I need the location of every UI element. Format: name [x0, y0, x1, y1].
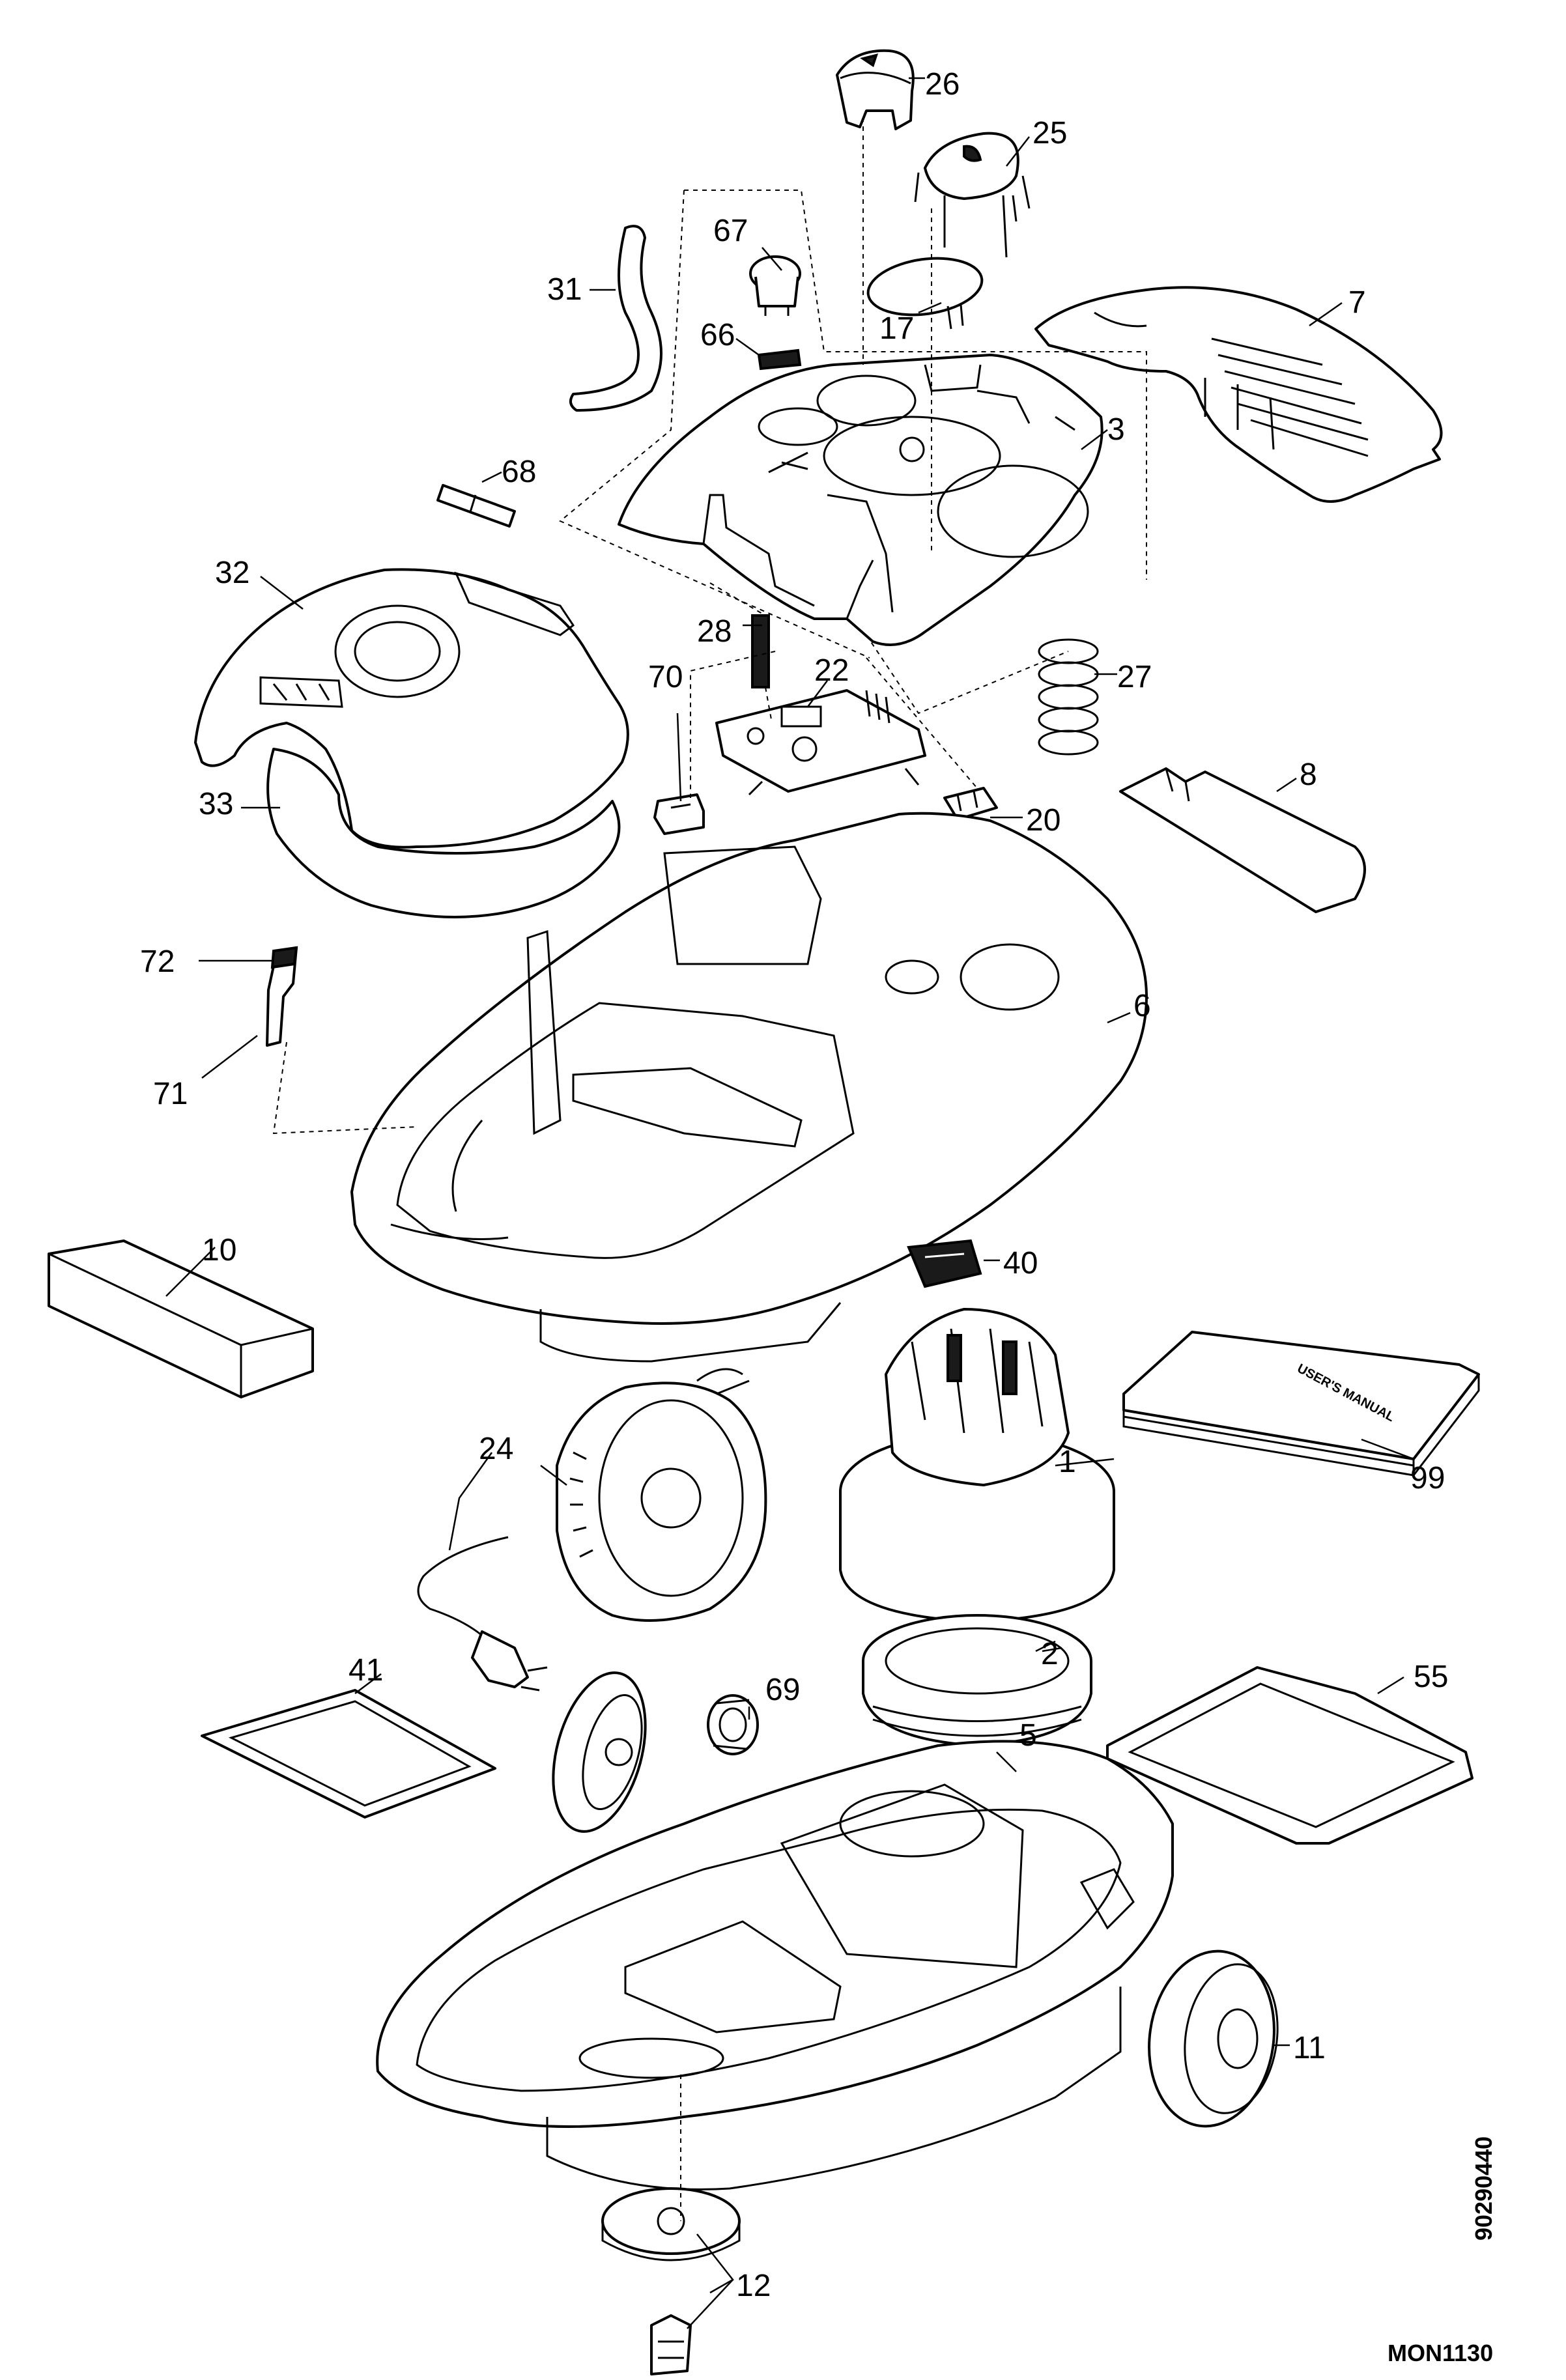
part-67-switch [749, 255, 801, 316]
assembly-guide-lines [272, 117, 1147, 2221]
callout-40: 40 [1003, 1246, 1038, 1281]
callout-labels: 26 25 67 17 31 66 68 7 3 32 28 27 22 70 … [140, 67, 1448, 2303]
callout-28: 28 [697, 614, 732, 649]
part-2-filter-ring [862, 1614, 1092, 1747]
part-70-connector [653, 793, 705, 835]
part-69-hub [707, 1694, 759, 1755]
callout-22: 22 [814, 653, 849, 688]
small-wheel [552, 1671, 647, 1833]
callout-11: 11 [1293, 2031, 1326, 2065]
callout-1: 1 [1059, 1445, 1076, 1479]
drawing-code: MON1130 [1388, 2340, 1493, 2366]
callout-12: 12 [736, 2269, 771, 2303]
callout-20: 20 [1026, 803, 1061, 838]
part-5-lower-housing [376, 1740, 1174, 2190]
callout-69: 69 [765, 1673, 800, 1707]
callout-27: 27 [1117, 660, 1152, 694]
part-17-button [866, 257, 984, 330]
part-20-connector [943, 787, 998, 821]
callout-17: 17 [879, 311, 914, 346]
callout-41: 41 [349, 1653, 383, 1688]
callout-33: 33 [199, 787, 233, 821]
part-41-gasket [201, 1689, 496, 1819]
callout-leader-lines [165, 77, 1414, 2329]
part-7-grille-cover [1034, 286, 1443, 503]
part-25-button-housing [914, 132, 1031, 258]
part-24-cable-reel [556, 1368, 767, 1622]
callout-8: 8 [1300, 758, 1317, 792]
part-22-circuit-board [715, 689, 926, 796]
reference-number: 90290440 [1470, 2136, 1497, 2241]
callout-10: 10 [202, 1233, 236, 1268]
callout-31: 31 [547, 272, 582, 307]
callout-70: 70 [648, 660, 683, 694]
callout-72: 72 [140, 944, 175, 979]
part-68-pin [436, 484, 516, 528]
part-32-bag-cover [194, 568, 629, 849]
part-33-bag [266, 748, 621, 918]
part-66-clip [757, 348, 802, 371]
callout-67: 67 [713, 214, 748, 248]
callout-32: 32 [215, 556, 249, 590]
part-12-caster [601, 2187, 741, 2375]
part-55-gasket [1106, 1666, 1473, 1845]
part-99-user-manual: USER'S MANUAL [1122, 1331, 1480, 1477]
callout-2: 2 [1041, 1637, 1059, 1671]
callout-55: 55 [1414, 1660, 1448, 1694]
part-71-72-latch [266, 946, 298, 1047]
callout-6: 6 [1133, 989, 1151, 1023]
callout-5: 5 [1019, 1718, 1037, 1753]
callout-25: 25 [1032, 116, 1067, 150]
part-31-hose [569, 225, 662, 412]
callout-99: 99 [1410, 1461, 1445, 1495]
part-24-power-cord [417, 1536, 548, 1692]
part-1-motor [839, 1308, 1115, 1623]
part-28-spring [751, 614, 770, 688]
callout-66: 66 [700, 318, 735, 352]
callout-26: 26 [925, 67, 960, 102]
callout-3: 3 [1107, 412, 1125, 447]
part-10-filter-block [48, 1240, 314, 1398]
part-26-knob-cap [836, 49, 915, 130]
callout-68: 68 [502, 455, 536, 489]
part-6-upper-housing [350, 812, 1148, 1363]
part-27-large-spring [1038, 638, 1099, 756]
callout-24: 24 [479, 1432, 513, 1466]
part-3-top-cover [618, 354, 1103, 646]
callout-71: 71 [153, 1077, 188, 1111]
part-8-filter-cover [1119, 767, 1366, 913]
part-40-connector [907, 1239, 982, 1288]
callout-7: 7 [1348, 285, 1366, 320]
part-11-rear-wheel [1148, 1949, 1279, 2128]
